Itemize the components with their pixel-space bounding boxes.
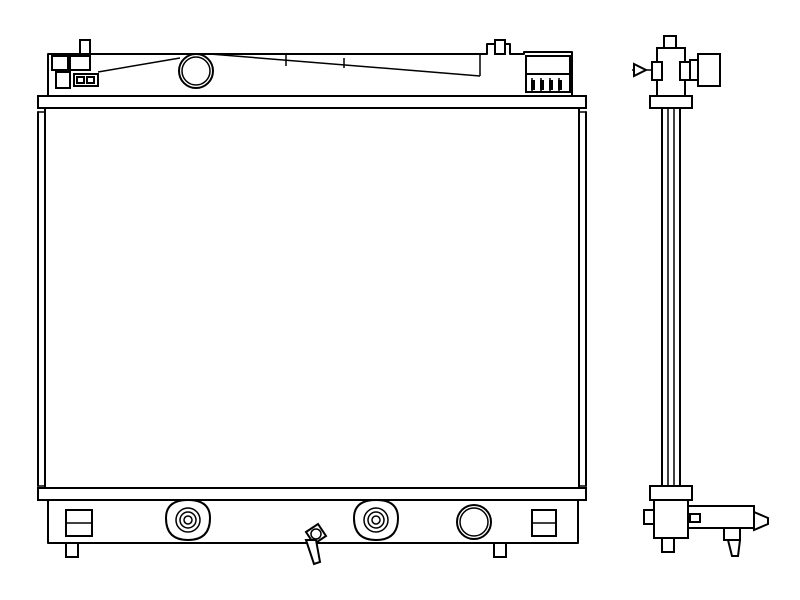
top-right-block: [525, 55, 571, 75]
bottom-mount-stud-right: [493, 542, 507, 558]
top-left-bracket-b: [69, 55, 91, 71]
top-mount-stud-right: [494, 39, 506, 55]
side-top-cap: [663, 35, 677, 49]
top-tank: [47, 39, 573, 97]
front-view: [37, 39, 587, 566]
side-bottom-tank: [653, 499, 689, 539]
top-mount-stud-left: [79, 39, 91, 55]
side-top-hose: [697, 53, 721, 87]
top-left-bracket-a: [51, 55, 69, 71]
drain-plug: [304, 522, 328, 566]
side-core-profile: [661, 107, 681, 487]
connector-pin-1: [76, 76, 85, 84]
bottom-mount-stud-left: [65, 542, 79, 558]
inlet-pipe: [178, 53, 214, 89]
cooler-fitting-right: [352, 498, 400, 542]
top-left-tab: [55, 71, 71, 89]
outlet-pipe: [456, 504, 492, 540]
side-top-fitting: [632, 35, 721, 109]
side-bottom-header: [649, 485, 693, 501]
top-header-plate: [37, 95, 587, 109]
side-bottom-fitting: [643, 485, 769, 557]
side-drain-plug: [726, 539, 742, 557]
cooler-fitting-left: [164, 498, 212, 542]
side-view: [632, 35, 769, 557]
radiator-core: [37, 107, 587, 489]
side-top-header: [649, 95, 693, 109]
bottom-header-plate: [37, 487, 587, 501]
bottom-tank: [47, 498, 579, 566]
connector-pin-2: [86, 76, 95, 84]
